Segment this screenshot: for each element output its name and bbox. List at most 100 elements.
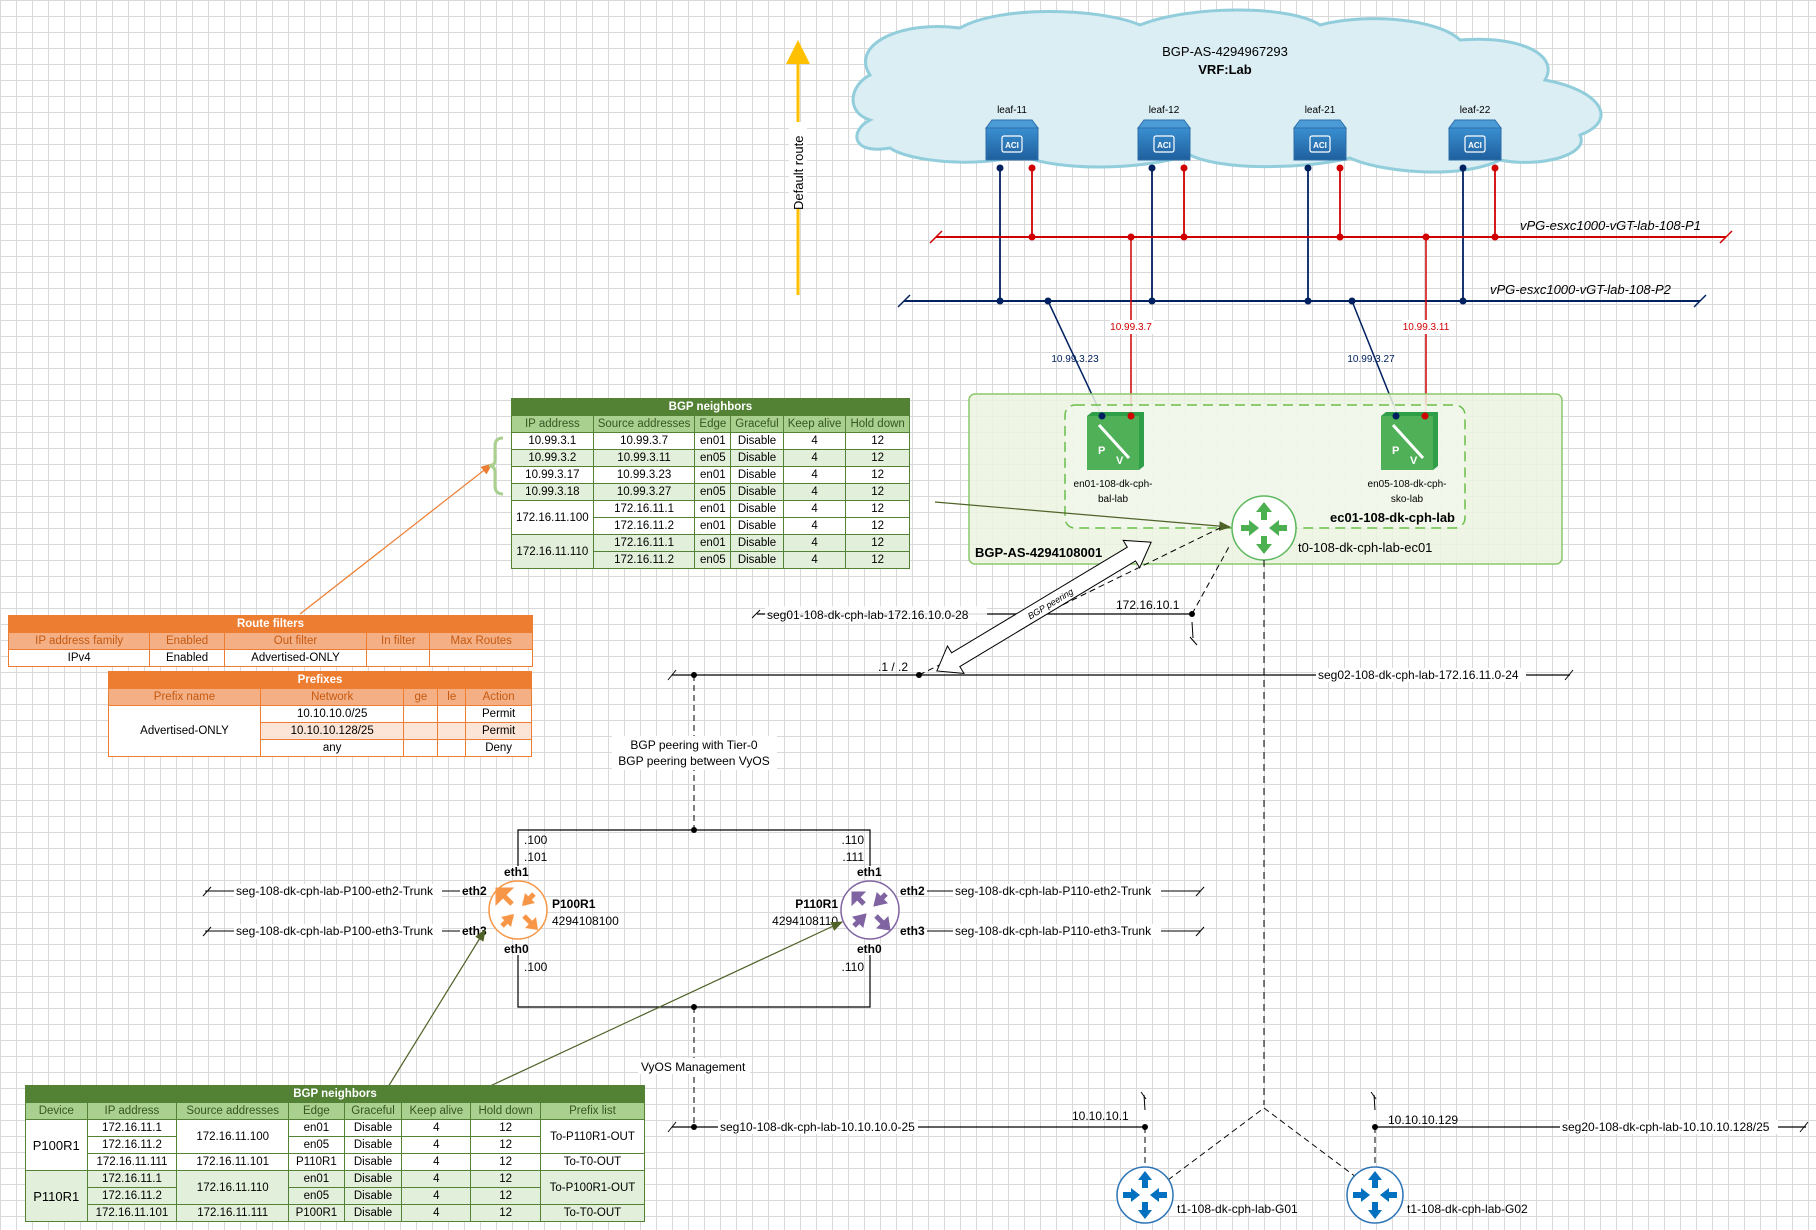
bracket — [488, 436, 504, 496]
p100-eth3: eth3 — [462, 924, 487, 938]
t0-label: t0-108-dk-cph-lab-ec01 — [1298, 540, 1432, 555]
table-cell: 172.16.11.101 — [176, 1153, 290, 1171]
seg01-label: seg01-108-dk-cph-lab-172.16.10.0-28 — [767, 608, 969, 622]
t0-router[interactable]: t0-108-dk-cph-lab-ec01 — [1231, 495, 1432, 561]
leaf-name: leaf-22 — [1460, 105, 1491, 116]
table-cell: en05 — [288, 1136, 345, 1154]
table-cell: 4 — [782, 466, 847, 484]
table-cell: 12 — [845, 483, 910, 501]
p100-ip0: .100 — [524, 960, 548, 974]
table-to-p100-connector — [387, 928, 486, 1088]
p100-name: P100R1 — [552, 897, 596, 911]
p110-eth2: eth2 — [900, 884, 925, 898]
table-cell — [437, 739, 467, 757]
column-header: Prefix list — [539, 1102, 646, 1120]
p100-seg-eth2: seg-108-dk-cph-lab-P100-eth2-Trunk — [236, 884, 434, 898]
table-cell: en05 — [694, 449, 732, 467]
p100r1-router[interactable]: P100R1 4294108100 eth1 eth2 eth3 eth0 .1… — [462, 833, 619, 974]
table-cell: Enabled — [149, 649, 225, 667]
table-cell: en01 — [288, 1170, 345, 1188]
table-cell: 10.99.3.2 — [511, 449, 594, 467]
table-cell: 4 — [782, 432, 847, 450]
edge-icon — [1391, 423, 1425, 460]
p100-eth1: eth1 — [504, 865, 529, 879]
table-cell: 172.16.11.110 — [176, 1170, 290, 1205]
table-to-t0-connector — [934, 501, 1232, 531]
seg10-label: seg10-108-dk-cph-lab-10.10.10.0-25 — [720, 1120, 915, 1134]
column-header: Network — [259, 688, 405, 706]
table-cell — [366, 649, 431, 667]
segment-seg01: seg01-108-dk-cph-lab-172.16.10.0-28 172.… — [751, 544, 1231, 646]
vpg-p1-label: vPG-esxc1000-vGT-lab-108-P1 — [1520, 218, 1701, 233]
table-cell: 172.16.11.111 — [176, 1204, 290, 1222]
segment-seg10: seg10-108-dk-cph-lab-10.10.10.0-25 10.10… — [667, 1091, 1148, 1172]
edge-name-line2: bal-lab — [1098, 494, 1128, 505]
table-cell: Permit — [465, 705, 532, 723]
t1-g01-router[interactable]: t1-108-dk-cph-lab-G01 — [1116, 1166, 1298, 1224]
table-cell: To-T0-OUT — [539, 1204, 646, 1222]
table-cell: 10.99.3.17 — [511, 466, 594, 484]
p110r1-router[interactable]: P110R1 4294108110 eth1 eth2 eth3 eth0 .1… — [772, 833, 925, 974]
table-cell: 172.16.11.2 — [86, 1136, 178, 1154]
table-cell: 172.16.11.1 — [592, 500, 696, 518]
aci-icon — [1001, 135, 1023, 153]
t1-g02-router[interactable]: t1-108-dk-cph-lab-G02 — [1346, 1166, 1528, 1224]
aci-badge: ACI — [1468, 141, 1482, 150]
table-cell: 10.99.3.7 — [592, 432, 696, 450]
column-header: Source addresses — [592, 415, 696, 433]
table-cell: Disable — [730, 551, 784, 569]
p110-eth3: eth3 — [900, 924, 925, 938]
table-cell: en01 — [694, 466, 732, 484]
seg10-gw-label: 10.10.10.1 — [1072, 1109, 1129, 1123]
table-cell: 12 — [470, 1187, 541, 1205]
seg01-gw-label: 172.16.10.1 — [1116, 598, 1180, 612]
edge-as-label: BGP-AS-4294108001 — [975, 545, 1102, 560]
table-cell: 10.10.10.128/25 — [259, 722, 405, 740]
t1-routers: t1-108-dk-cph-lab-G01 t1-108-dk-cph-lab-G… — [1116, 1166, 1528, 1224]
segment-seg20: 10.10.10.129 seg20-108-dk-cph-lab-10.10.… — [1370, 1091, 1809, 1172]
table-cell: en05 — [694, 483, 732, 501]
table-cell: 4 — [401, 1119, 472, 1137]
p100-eth0: eth0 — [504, 942, 529, 956]
seg20-gw-label: 10.10.10.129 — [1388, 1113, 1458, 1127]
column-header: In filter — [366, 632, 431, 650]
default-route-label: Default route — [791, 136, 806, 210]
table-cell: Disable — [343, 1170, 403, 1188]
column-header: Hold down — [845, 415, 910, 433]
table-cell — [437, 722, 467, 740]
table-cell: Disable — [343, 1136, 403, 1154]
column-header: Source addresses — [176, 1102, 290, 1120]
table-cell: 4 — [401, 1153, 472, 1171]
p110-trunks: seg-108-dk-cph-lab-P110-eth2-Trunk seg-1… — [927, 884, 1205, 939]
table-cell — [429, 649, 533, 667]
column-header: ge — [403, 688, 439, 706]
table-cell: en01 — [694, 534, 732, 552]
leaf-uplinks — [996, 164, 1499, 305]
table-cell: 12 — [845, 432, 910, 450]
table-cell: 12 — [470, 1136, 541, 1154]
aci-icon — [1153, 135, 1175, 153]
table-cell: 10.99.3.11 — [592, 449, 696, 467]
table-cell: 4 — [782, 449, 847, 467]
default-route-arrow: Default route — [786, 40, 810, 295]
p110-eth0: eth0 — [857, 942, 882, 956]
svg-text:V: V — [1410, 455, 1418, 467]
table-cell: 12 — [845, 517, 910, 535]
edge-name-line1: en05-108-dk-cph- — [1368, 479, 1447, 490]
column-header: Keep alive — [782, 415, 847, 433]
cloud-vrf-label: VRF:Lab — [1198, 62, 1252, 77]
column-header: Keep alive — [401, 1102, 472, 1120]
table-cell — [403, 722, 439, 740]
svg-text:V: V — [1116, 455, 1124, 467]
